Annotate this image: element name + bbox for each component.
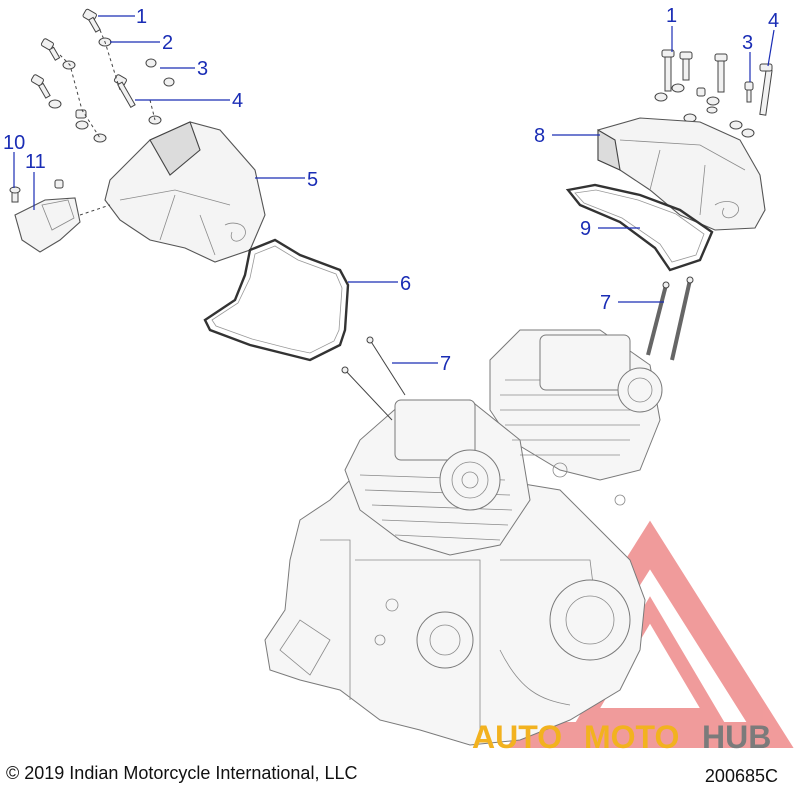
alignment-lines-left <box>59 29 156 139</box>
callout-1-left: 1 <box>136 6 147 28</box>
rocker-cover-rear <box>597 117 766 231</box>
engine-assembly <box>264 329 663 746</box>
leader-lines <box>13 15 775 364</box>
callout-3-left: 3 <box>197 58 208 80</box>
callout-labels: 1 2 3 4 5 6 7 10 11 1 3 4 8 9 7 <box>3 5 779 375</box>
bracket-assembly <box>9 179 111 253</box>
callout-4-right: 4 <box>768 10 779 32</box>
gasket-front <box>203 238 350 362</box>
callout-3-right: 3 <box>742 32 753 54</box>
gasket-rear <box>565 183 714 272</box>
callout-8: 8 <box>534 125 545 147</box>
callout-1-right: 1 <box>666 5 677 27</box>
stud-pair-front <box>341 336 406 421</box>
callout-10: 10 <box>3 132 25 154</box>
callout-5: 5 <box>307 169 318 191</box>
callout-11: 11 <box>25 151 46 173</box>
copyright-notice: © 2019 Indian Motorcycle International, … <box>6 763 358 783</box>
callout-2: 2 <box>162 32 173 54</box>
watermark-auto: AUTO <box>472 719 562 755</box>
callout-7-rear: 7 <box>600 292 611 314</box>
callout-9: 9 <box>580 218 591 240</box>
watermark-text: AUTO MOTO HUB <box>472 719 771 755</box>
watermark-hub: HUB <box>702 719 771 755</box>
callout-7-front: 7 <box>440 353 451 375</box>
callout-6: 6 <box>400 273 411 295</box>
watermark-moto: MOTO <box>584 719 679 755</box>
callout-4-left: 4 <box>232 90 243 112</box>
stud-pair-rear <box>646 276 694 361</box>
rocker-cover-front <box>104 121 266 263</box>
bolt-set-left <box>30 8 175 143</box>
drawing-number: 200685C <box>704 766 778 786</box>
bolt-set-right <box>654 49 773 138</box>
